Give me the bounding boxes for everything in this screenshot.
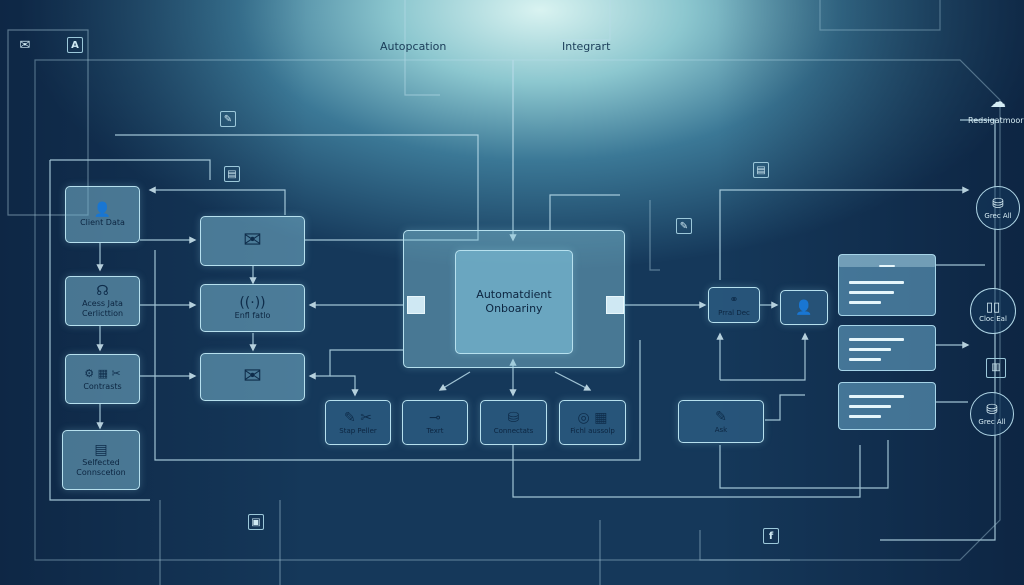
envelope-icon: ✉ xyxy=(243,228,262,253)
selected-connection-node[interactable]: ▤ Selfected Connscetion xyxy=(62,430,140,490)
header-label-left: Autopcation xyxy=(380,40,447,53)
chart-icon: ▥ xyxy=(986,358,1006,378)
link-icon: ⚭ xyxy=(729,293,739,306)
social-icon: f xyxy=(763,528,779,544)
document-icon: ▤ xyxy=(753,162,769,178)
panel-line xyxy=(849,291,894,294)
panel-line xyxy=(879,265,895,267)
info-panel-2[interactable] xyxy=(838,325,936,371)
ask-node[interactable]: ✎ Ask xyxy=(678,400,764,443)
fetch-node[interactable]: ((·)) Enfl fatlo xyxy=(200,284,305,332)
text-icon: A xyxy=(67,37,83,53)
document-icon: ▤ xyxy=(94,442,108,458)
stap-peller-node[interactable]: ✎ ✂ Stap Peller xyxy=(325,400,391,445)
phone-icon[interactable]: ▯▯ Cloc Eal xyxy=(970,288,1016,334)
panel-line xyxy=(849,338,904,341)
tools-icon: ✎ ✂ xyxy=(344,409,372,426)
phone-glyph: ▯▯ xyxy=(985,299,1001,315)
user-icon: 👤 xyxy=(795,299,813,316)
connectats-label: Connectats xyxy=(493,426,534,435)
preal-dec-label: Prral Dec xyxy=(718,309,750,317)
panel-line xyxy=(849,348,891,351)
tools-icon: ⚙ ▦ ✂ xyxy=(84,367,121,380)
panel-line xyxy=(849,281,904,284)
database-icon: ⛁ xyxy=(507,409,520,426)
contrasts-node[interactable]: ⚙ ▦ ✂ Contrasts xyxy=(65,354,140,404)
bulb-icon: ◎ ▦ xyxy=(577,409,608,426)
db-top-label: Grec All xyxy=(984,212,1012,220)
db-glyph: ⛁ xyxy=(986,402,998,418)
preal-dec-node[interactable]: ⚭ Prral Dec xyxy=(708,287,760,323)
cloud-label: Redsigatmoor xyxy=(968,116,1024,125)
panel-line xyxy=(849,415,881,418)
envelope-icon: ✉ xyxy=(19,38,31,53)
center-node[interactable]: Automatdient Onboariny xyxy=(455,250,573,354)
database-icon[interactable]: ⛁ Grec All xyxy=(976,186,1020,230)
headset-icon: ☊ xyxy=(96,283,109,299)
panel-line xyxy=(849,395,904,398)
client-data-node[interactable]: 👤 Client Data xyxy=(65,186,140,243)
panel-line xyxy=(849,358,881,361)
access-data-label: Acess Jata Cerlicttion xyxy=(81,299,124,318)
contrasts-label: Contrasts xyxy=(83,382,122,391)
key-icon: ⊸ xyxy=(429,409,441,426)
edit-icon: ✎ xyxy=(715,408,727,425)
fichl-node[interactable]: ◎ ▦ Fichl aussolp xyxy=(559,400,626,445)
text-node[interactable]: ⊸ Texrt xyxy=(402,400,468,445)
email-node-2[interactable]: ✉ xyxy=(200,353,305,401)
database-icon[interactable]: ⛁ Grec All xyxy=(970,392,1014,436)
edit-icon: ✎ xyxy=(676,218,692,234)
center-node-label: Automatdient Onboariny xyxy=(476,288,552,315)
edit-icon: ✎ xyxy=(220,111,236,127)
cloc-eal-label: Cloc Eal xyxy=(979,314,1007,323)
ask-label: Ask xyxy=(714,425,728,434)
text-label: Texrt xyxy=(426,426,444,435)
port-right xyxy=(606,296,624,314)
info-panel-1[interactable] xyxy=(838,254,936,316)
document-icon: ▤ xyxy=(224,166,240,182)
cloud-icon: ☁ xyxy=(990,92,1006,111)
user-node[interactable]: 👤 xyxy=(780,290,828,325)
client-data-label: Client Data xyxy=(80,217,125,227)
panel-line xyxy=(849,301,881,304)
fichl-label: Fichl aussolp xyxy=(570,426,615,435)
access-data-node[interactable]: ☊ Acess Jata Cerlicttion xyxy=(65,276,140,326)
image-icon: ▣ xyxy=(248,514,264,530)
email-node[interactable]: ✉ xyxy=(200,216,305,266)
selected-connection-label: Selfected Connscetion xyxy=(76,458,126,477)
user-icon: 👤 xyxy=(93,201,112,218)
panel-header xyxy=(839,255,935,267)
fetch-label: Enfl fatlo xyxy=(234,311,271,320)
port-left xyxy=(407,296,425,314)
info-panel-3[interactable] xyxy=(838,382,936,430)
db-glyph: ⛁ xyxy=(992,196,1004,212)
signal-icon: ((·)) xyxy=(239,295,266,311)
envelope-icon: ✉ xyxy=(243,364,262,389)
db-bottom-label: Grec All xyxy=(978,418,1006,426)
panel-line xyxy=(849,405,891,408)
header-label-right: Integrart xyxy=(562,40,611,53)
connectats-node[interactable]: ⛁ Connectats xyxy=(480,400,547,445)
stap-peller-label: Stap Peller xyxy=(339,426,377,435)
